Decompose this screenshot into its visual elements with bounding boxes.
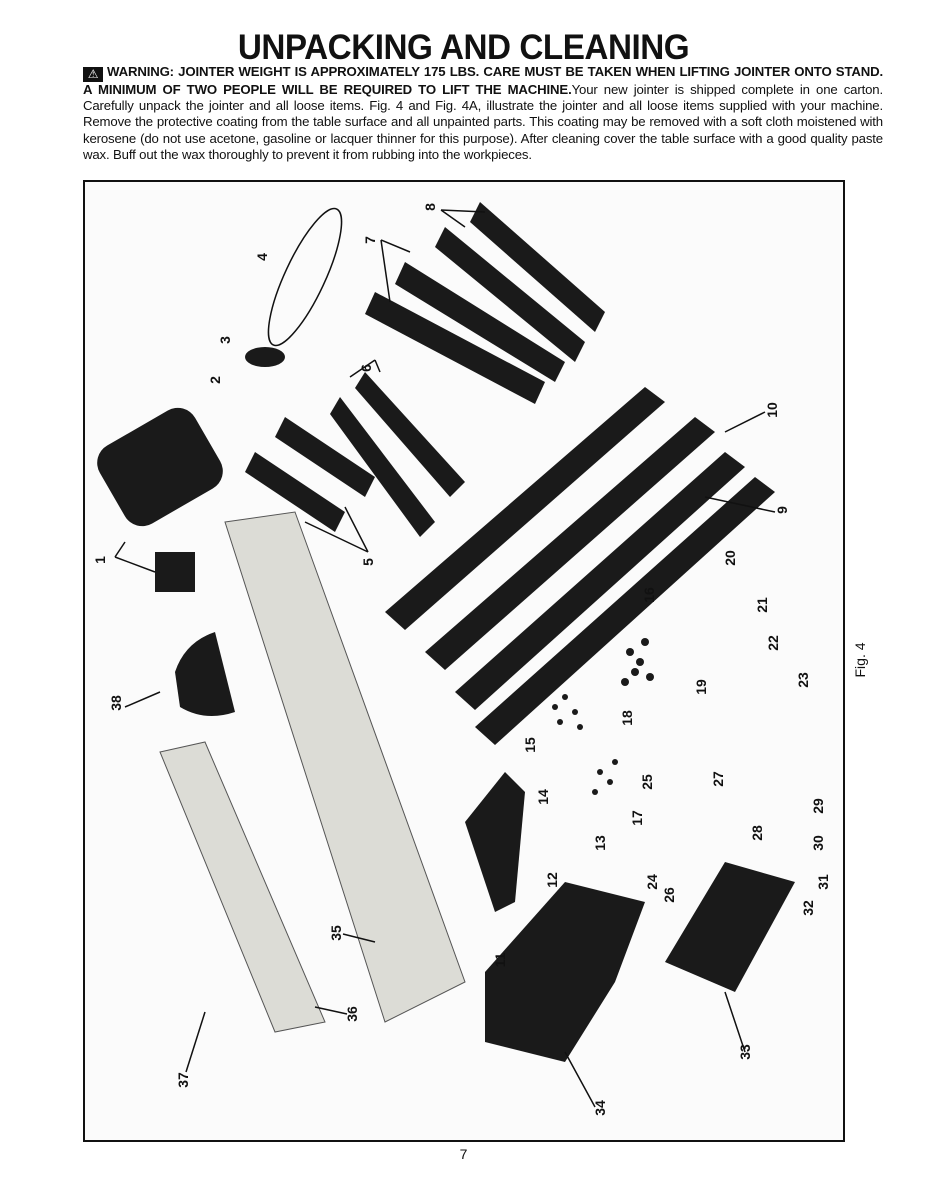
fence [465,772,525,912]
callout-38: 38 [108,695,124,711]
body-text: Your new jointer is shipped complete in … [83,82,883,162]
callout-31: 31 [815,874,831,890]
callout-10: 10 [764,402,780,418]
short-angle [355,372,465,497]
callout-13: 13 [592,835,608,851]
callout-36: 36 [344,1006,360,1022]
callout-8: 8 [422,203,438,211]
angle-bar [470,202,605,332]
callout-28: 28 [749,825,765,841]
warning-paragraph: ⚠WARNING: JOINTER WEIGHT IS APPROXIMATEL… [83,64,883,163]
callout-35: 35 [328,925,344,941]
short-angle [245,452,345,532]
callout-14: 14 [535,789,551,805]
callout-22: 22 [765,635,781,651]
callout-32: 32 [800,900,816,916]
callout-29: 29 [810,798,826,814]
angle-bar [365,292,545,404]
page-number: 7 [459,1146,468,1162]
hardware-nuts [552,638,654,795]
motor [97,407,223,527]
callout-37: 37 [175,1072,191,1088]
warning-text: WARNING: JOINTER WEIGHT IS APPROXIMATELY… [83,64,883,97]
page-title: UNPACKING AND CLEANING [237,28,690,67]
callout-1: 1 [92,556,108,564]
callout-3: 3 [217,336,233,344]
callout-21: 21 [754,597,770,613]
callout-11: 11 [492,952,508,968]
callout-30: 30 [810,835,826,851]
pulley [245,347,285,367]
callout-4: 4 [254,253,270,261]
shelf [665,862,795,992]
callout-34: 34 [592,1100,608,1116]
callout-12: 12 [544,872,560,888]
angle-bar [435,227,585,362]
callout-20: 20 [722,550,738,566]
callout-9: 9 [774,506,790,514]
parts-figure [83,180,845,1142]
callout-33: 33 [737,1044,753,1060]
short-angle [330,397,435,537]
switch-box [155,552,195,592]
guard [175,632,235,716]
callout-27: 27 [710,771,726,787]
callout-19: 19 [693,679,709,695]
drive-belt [267,207,343,347]
callout-5: 5 [360,558,376,566]
callout-15: 15 [522,737,538,753]
callout-16: 16 [641,587,657,603]
angle-bar [395,262,565,382]
callout-23: 23 [795,672,811,688]
callout-2: 2 [207,376,223,384]
callout-26: 26 [661,887,677,903]
jointer-bed [224,511,466,1023]
callout-17: 17 [629,810,645,826]
parts-illustration [97,202,795,1108]
callout-24: 24 [644,874,660,890]
short-angle [275,417,375,497]
figure-label: Fig. 4 [852,642,868,678]
infeed-table [159,741,326,1033]
warning-triangle-icon: ⚠ [83,67,103,82]
leg-bar [385,387,665,630]
callout-25: 25 [639,774,655,790]
callout-18: 18 [619,710,635,726]
stand-base [485,882,645,1062]
leg-bar [425,417,715,670]
leg-bar [475,477,775,745]
leg-bar [455,452,745,710]
callout-7: 7 [362,236,378,244]
callout-6: 6 [358,364,374,372]
